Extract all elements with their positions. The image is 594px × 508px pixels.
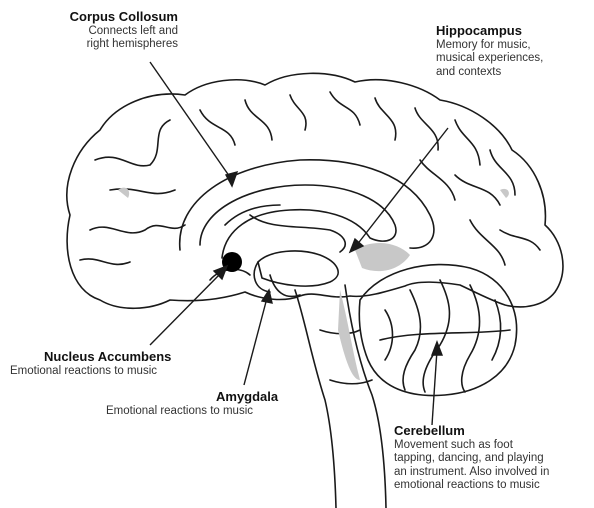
ventricle-shade [355,243,410,271]
nucleus-accumbens-desc: Emotional reactions to music [10,365,200,379]
aqueduct-shade [338,290,360,380]
corpus-collosum-label: Corpus Collosum Connects left and right … [46,10,178,52]
nucleus-accumbens-label: Nucleus Accumbens Emotional reactions to… [10,350,200,378]
cerebellum-title: Cerebellum [394,424,590,438]
cerebellum-pointer [432,350,437,425]
corpus-collosum-desc: Connects left and right hemispheres [46,25,178,52]
amygdala-pointer [244,298,267,385]
amygdala-desc: Emotional reactions to music [106,405,306,419]
hippocampus-title: Hippocampus [436,24,586,38]
nucleus-pointer [150,272,222,345]
cerebellum-label: Cerebellum Movement such as foot tapping… [394,424,590,493]
amygdala-label: Amygdala Emotional reactions to music [106,390,306,418]
cingulate-outline [180,160,434,250]
hippocampus-desc: Memory for music, musical experiences, a… [436,39,586,80]
cerebellum-outline [359,265,516,396]
corpus-collosum-title: Corpus Collosum [46,10,178,24]
cerebellum-desc: Movement such as foot tapping, dancing, … [394,439,590,493]
nucleus-accumbens-title: Nucleus Accumbens [10,350,200,364]
amygdala-title: Amygdala [106,390,306,404]
hippocampus-label: Hippocampus Memory for music, musical ex… [436,24,586,79]
corpus-pointer [150,62,232,180]
